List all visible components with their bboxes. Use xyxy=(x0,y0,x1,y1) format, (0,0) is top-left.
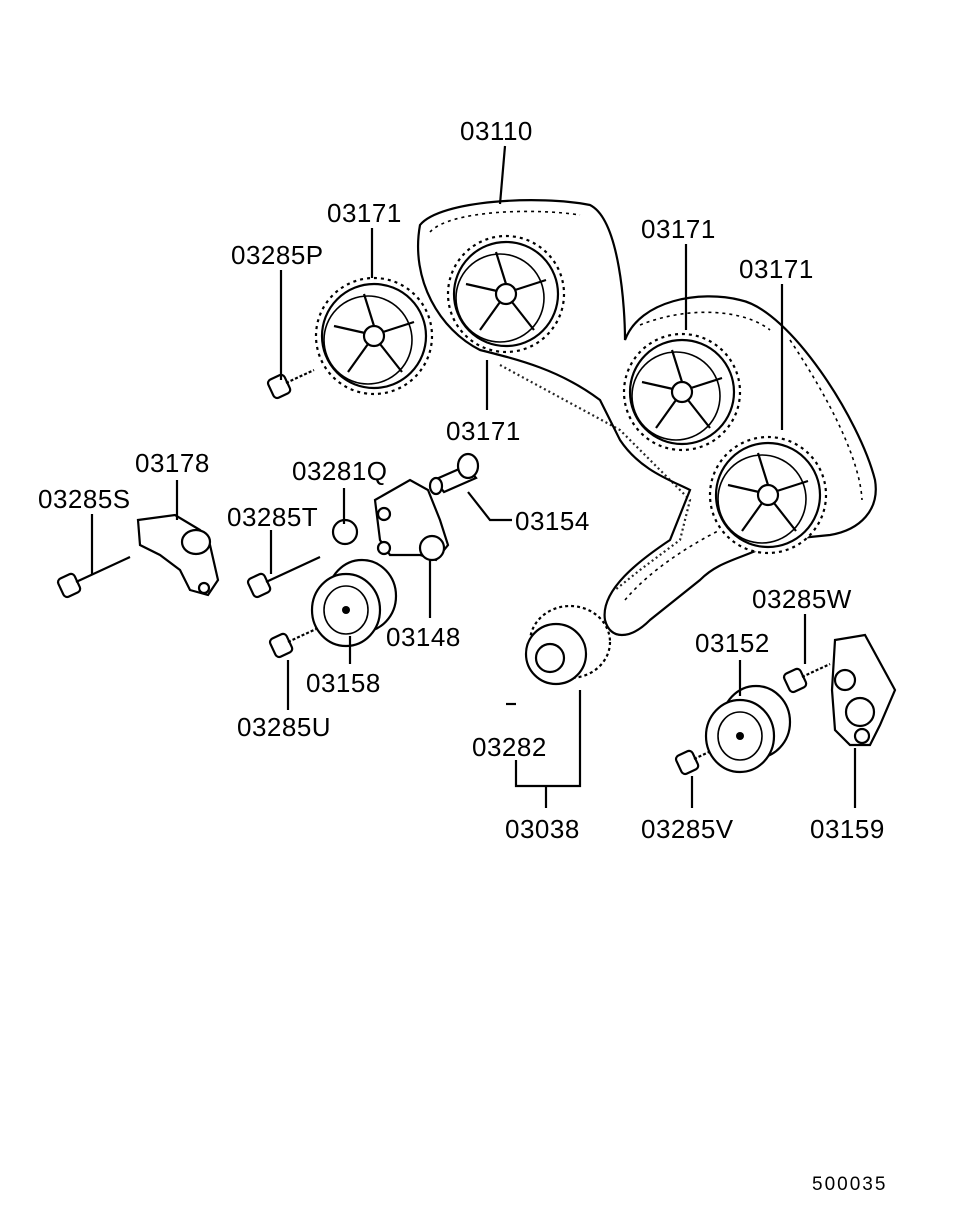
bracket-icon xyxy=(830,633,897,747)
label-bolt-u: 03285U xyxy=(237,712,331,742)
sprocket-top-right-icon xyxy=(446,234,566,354)
label-sprocket-top-right: 03171 xyxy=(641,214,716,244)
label-belt: 03110 xyxy=(460,116,533,146)
idler-pulley-right-icon xyxy=(704,684,792,774)
sprocket-lower-icon xyxy=(708,435,828,555)
label-tensioner-arm: 03148 xyxy=(386,622,461,652)
bolt-w-icon xyxy=(781,662,832,695)
bolt-s-icon xyxy=(55,555,132,600)
sprocket-right-icon xyxy=(622,332,742,452)
diagram-code: 500035 xyxy=(812,1174,887,1195)
label-pin: 03154 xyxy=(515,506,590,536)
leader-lines xyxy=(90,145,857,808)
label-sprocket-lower: 03171 xyxy=(446,416,521,446)
crank-sprocket-icon xyxy=(524,604,612,686)
label-tensioner-arm-left: 03178 xyxy=(135,448,210,478)
label-sprocket-right: 03171 xyxy=(739,254,814,284)
label-key: 03282 xyxy=(472,732,547,762)
label-bolt-p: 03285P xyxy=(231,240,324,270)
label-bolt-w: 03285W xyxy=(752,584,852,614)
label-idler-pulley-left: 03158 xyxy=(306,668,381,698)
bolt-p-icon xyxy=(265,368,316,401)
label-washer: 03281Q xyxy=(292,456,388,486)
label-bolt-v: 03285V xyxy=(641,814,734,844)
label-bracket: 03159 xyxy=(810,814,885,844)
pin-icon xyxy=(428,452,480,496)
sprocket-top-left-icon xyxy=(314,276,434,396)
tensioner-arm-left-icon xyxy=(136,513,220,597)
label-sprocket-top-left: 03171 xyxy=(327,198,402,228)
label-bolt-t: 03285T xyxy=(227,502,318,532)
tensioner-arm-icon xyxy=(373,478,450,562)
label-crank-sprocket: 03038 xyxy=(505,814,580,844)
bolt-t-icon xyxy=(245,555,322,600)
idler-pulley-left-icon xyxy=(310,558,398,648)
label-bolt-s: 03285S xyxy=(38,484,131,514)
bolt-u-icon xyxy=(267,627,318,660)
label-idler-pulley-right: 03152 xyxy=(695,628,770,658)
